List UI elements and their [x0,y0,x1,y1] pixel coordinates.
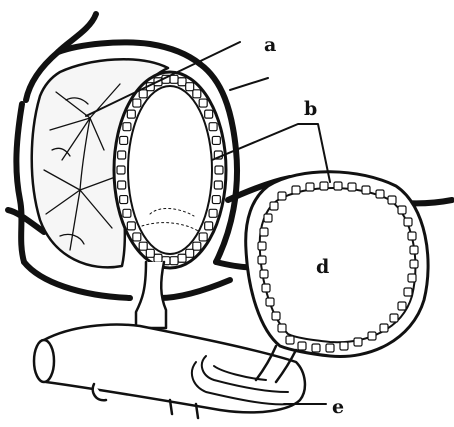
epithelial-cell [193,242,201,250]
epithelial-cell [410,246,418,254]
alveolus-upper [114,72,226,268]
epithelial-cell [278,324,286,332]
epithelial-cell [398,206,406,214]
epithelial-cell [340,342,348,350]
epithelial-cell [408,232,416,240]
epithelial-cell [186,83,194,91]
epithelial-cell [205,222,213,230]
epithelial-cell [348,183,356,191]
epithelial-cell [139,242,147,250]
epithelial-cell [133,99,141,107]
epithelial-cell [278,192,286,200]
epithelial-cell [123,209,131,217]
epithelial-cell [146,249,154,257]
epithelial-cell [212,196,220,204]
epithelial-cell [390,314,398,322]
epithelial-cell [209,123,217,131]
epithelial-cell [354,338,362,346]
epithelial-cell [178,78,186,86]
epithelial-cell [212,136,220,144]
epithelial-cell [312,344,320,352]
alveolus-d [246,172,428,382]
duct [136,262,166,328]
epithelial-cell [298,342,306,350]
epithelial-cell [260,228,268,236]
epithelial-cell [272,312,280,320]
epithelial-cell [199,233,207,241]
epithelial-cell [408,274,416,282]
epithelial-cell [133,233,141,241]
epithelial-cell [270,202,278,210]
epithelial-cell [334,182,342,190]
epithelial-cell [320,182,328,190]
epithelial-cell [127,222,135,230]
epithelial-cell [120,196,128,204]
epithelial-cell [199,99,207,107]
epithelial-cell [258,256,266,264]
label-d: d [316,258,329,277]
epithelial-cell [139,90,147,98]
epithelial-cell [326,344,334,352]
epithelial-cell [410,260,418,268]
epithelial-cell [380,324,388,332]
leader-line-a2 [230,78,268,90]
label-b: b [304,100,317,119]
epithelial-cell [214,181,222,189]
epithelial-cell [398,302,406,310]
epithelial-cell [215,166,223,174]
epithelial-cell [286,336,294,344]
epithelial-cell [404,218,412,226]
label-e: e [332,398,344,417]
epithelial-cell [120,136,128,144]
epithelial-cell [292,186,300,194]
epithelial-cell [404,288,412,296]
epithelial-cell [264,214,272,222]
epithelial-cell [170,75,178,83]
epithelial-cell [127,110,135,118]
epithelial-cell [368,332,376,340]
epithelial-cell [178,254,186,262]
epithelial-cell [117,166,125,174]
epithelial-cell [262,284,270,292]
epithelial-cell [258,242,266,250]
epithelial-cell [118,181,126,189]
epithelial-cell [118,151,126,159]
epithelial-cell [388,196,396,204]
epithelial-cell [260,270,268,278]
epithelial-cell [209,209,217,217]
epithelial-cell [362,186,370,194]
label-a: a [264,36,276,55]
epithelial-cell [205,110,213,118]
epithelial-cell [376,190,384,198]
epithelial-cell [306,183,314,191]
epithelial-cell [186,249,194,257]
epithelial-cell [193,90,201,98]
epithelial-cell [170,257,178,265]
epithelial-cell [154,254,162,262]
epithelial-cell [266,298,274,306]
epithelial-cell [123,123,131,131]
